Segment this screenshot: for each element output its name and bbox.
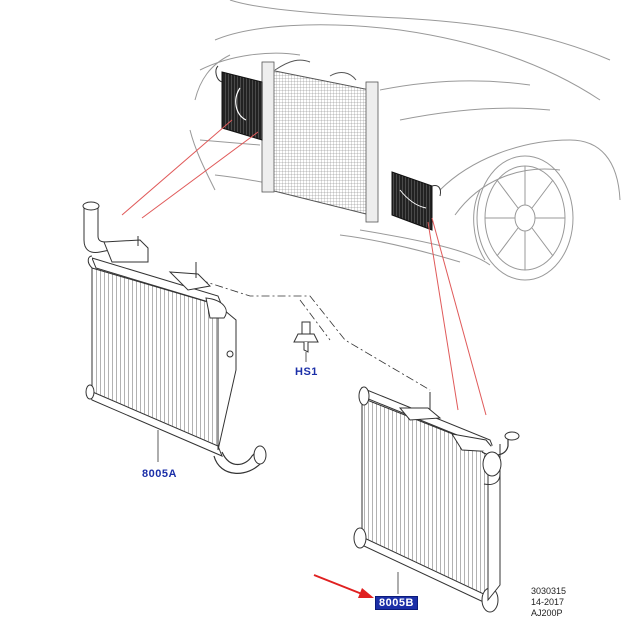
vehicle-radiator xyxy=(261,59,379,223)
reference-code: 3030315 14-2017 AJ200P xyxy=(531,586,566,619)
callout-8005b[interactable]: 8005B xyxy=(375,596,418,610)
leader-lines xyxy=(121,119,487,416)
callout-hs1[interactable]: HS1 xyxy=(295,366,318,378)
wheel-illustration xyxy=(473,155,574,281)
pointer-arrow xyxy=(313,574,374,598)
cooler-8005a xyxy=(82,201,267,474)
alignment-lines xyxy=(199,279,431,391)
fastener-hs1 xyxy=(293,321,319,362)
reference-line-1: 3030315 xyxy=(531,586,567,596)
cooler-8005b xyxy=(353,386,520,613)
vehicle-cooler-left xyxy=(215,65,263,141)
reference-line-3: AJ200P xyxy=(531,608,563,618)
reference-line-2: 14-2017 xyxy=(531,597,565,607)
callout-8005a[interactable]: 8005A xyxy=(142,468,177,480)
vehicle-cooler-right xyxy=(391,171,441,231)
